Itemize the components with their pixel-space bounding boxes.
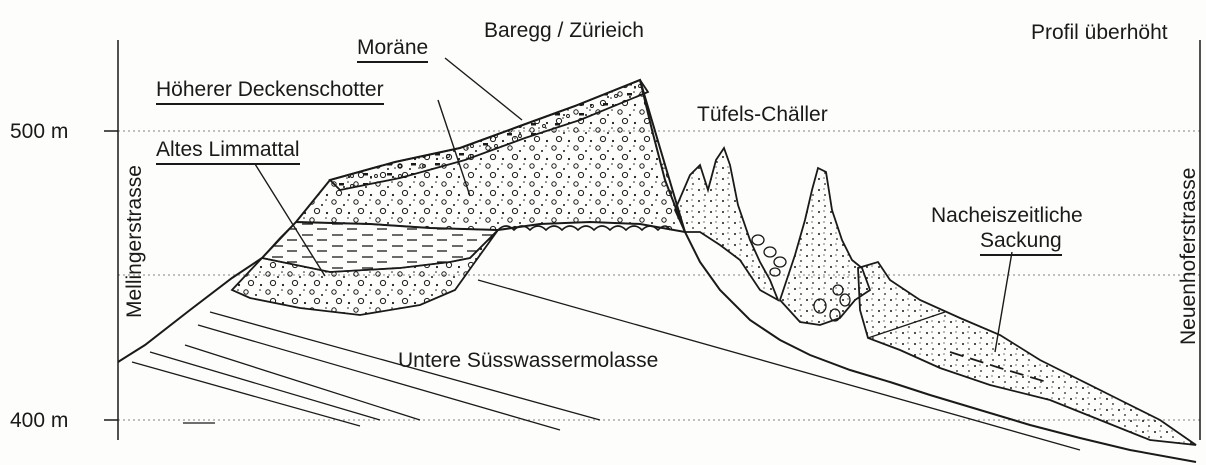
label-400m: 400 m: [10, 410, 68, 431]
sackung-slope: [858, 262, 1196, 445]
label-altes-limmattal: Altes Limmattal: [156, 139, 300, 165]
pinnacle-left: [675, 148, 778, 300]
label-500m: 500 m: [10, 121, 68, 142]
label-tuefels-chaeller: Tüfels-Chäller: [697, 104, 828, 125]
label-neuenhoferstrasse: Neuenhoferstrasse: [1178, 168, 1199, 345]
leader-morane: [445, 58, 522, 120]
profile-note: Profil überhöht: [1031, 22, 1168, 43]
label-sackung-line2: Sackung: [980, 230, 1062, 256]
scalloped-base: [498, 226, 670, 230]
label-mellingerstrasse: Mellingerstrasse: [124, 165, 145, 318]
label-hoeherer-deckenschotter: Höherer Deckenschotter: [156, 79, 384, 105]
location-title: Baregg / Zürieich: [484, 20, 644, 41]
label-morane: Moräne: [357, 37, 428, 63]
label-sackung-line1: Nacheiszeitliche: [931, 205, 1083, 226]
label-molasse: Untere Süsswassermolasse: [398, 350, 658, 371]
